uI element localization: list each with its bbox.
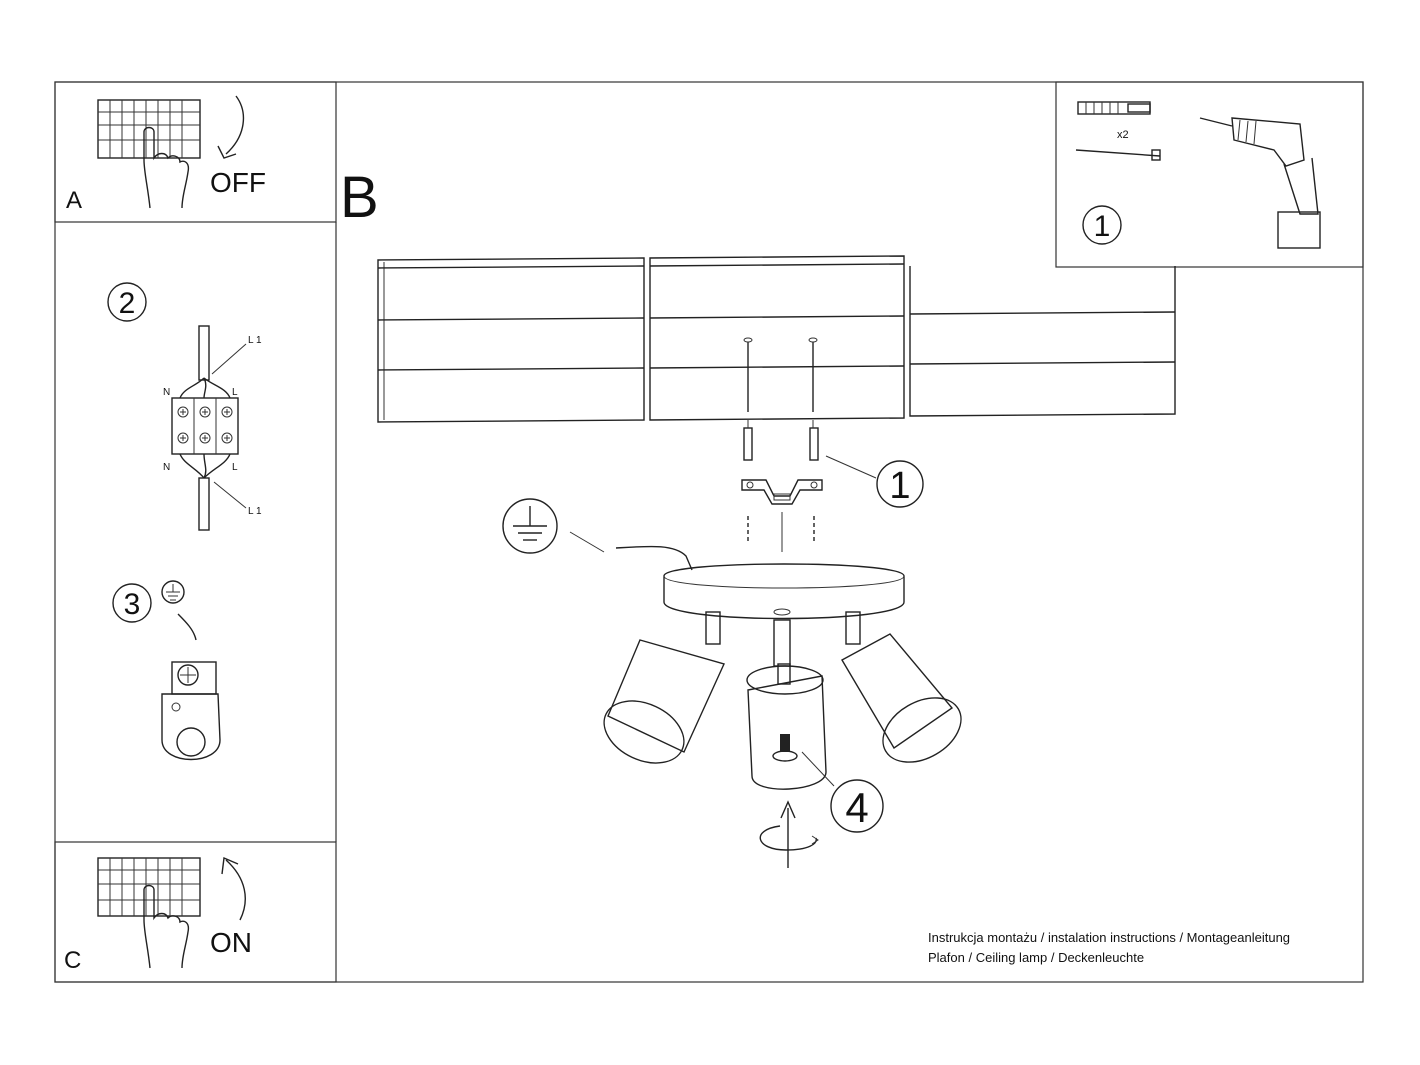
drill-panel-frame: [1055, 81, 1364, 268]
wiring-n-top: N: [163, 387, 170, 398]
step-1-main-number: 1: [889, 465, 910, 507]
panel-a-action: OFF: [210, 167, 266, 198]
arrow-up-icon: [221, 856, 246, 921]
step-3-number: 3: [124, 588, 141, 621]
spotlight-center: [746, 663, 827, 790]
mounting-bracket-icon: [741, 479, 823, 505]
wall-plug-icons: [743, 420, 819, 461]
panel-b-letter: B: [340, 165, 379, 230]
anchor-quantity: x2: [1117, 129, 1129, 141]
screw-icon: [1075, 149, 1161, 161]
step-2-wiring: 2 L 1 N L N L L 1: [107, 282, 262, 531]
ground-symbol-icon: [502, 498, 558, 554]
step-4-number: 4: [845, 784, 868, 831]
hand-icon: [143, 126, 190, 209]
circuit-breaker-icon: [97, 99, 201, 159]
step-1-main-circle: [876, 460, 924, 508]
drill-marks: [743, 337, 818, 412]
step-4-leader: [801, 751, 835, 787]
step-4-circle: [830, 779, 884, 833]
ground-wire: [615, 545, 693, 571]
wiring-l1-top: L 1: [248, 335, 262, 346]
step-3-circle: [112, 583, 152, 623]
ground-leader: [569, 531, 605, 553]
step-2-circle: [107, 282, 147, 322]
step-2-number: 2: [119, 287, 136, 320]
circuit-breaker-icon-c: [97, 857, 201, 917]
step-1-leader: [825, 455, 877, 479]
ground-small-icon: [161, 580, 185, 604]
panel-c-frame: [54, 841, 337, 983]
panel-a-letter: A: [66, 187, 82, 214]
panel-a: A OFF: [54, 81, 337, 223]
drill-panel: x2 1: [1055, 81, 1364, 268]
wiring-l-bottom: L: [232, 462, 238, 473]
wiring-n-bottom: N: [163, 462, 170, 473]
lock-screw-icon: [780, 734, 790, 752]
wiring-l1-bottom: L 1: [248, 506, 262, 517]
drill-icon: [1199, 117, 1321, 249]
panel-c-letter: C: [64, 947, 81, 974]
wall-anchor-icon: [1077, 101, 1151, 115]
footer-line-2: Plafon / Ceiling lamp / Deckenleuchte: [928, 950, 1144, 965]
panel-a-frame: [54, 81, 337, 223]
arrow-down-icon: [217, 95, 245, 159]
panel-c: C ON: [54, 841, 337, 983]
wiring-l-top: L: [232, 387, 238, 398]
step-1-top-circle: [1082, 205, 1122, 245]
outer-frame: [54, 81, 1364, 983]
footer-line-1: Instrukcja montażu / instalation instruc…: [928, 930, 1290, 945]
rotate-arrow-icon: [759, 800, 819, 868]
spotlight-right: [841, 633, 962, 763]
bracket-screws: [747, 516, 815, 544]
panel-c-action: ON: [210, 927, 252, 958]
step-1-top-number: 1: [1094, 210, 1111, 243]
spotlight-left: [603, 639, 725, 764]
ceiling-canopy: [663, 563, 905, 620]
hand-icon-c: [143, 884, 190, 969]
step-3-ground: 3: [112, 580, 221, 761]
ceiling-panels: [377, 255, 1176, 423]
